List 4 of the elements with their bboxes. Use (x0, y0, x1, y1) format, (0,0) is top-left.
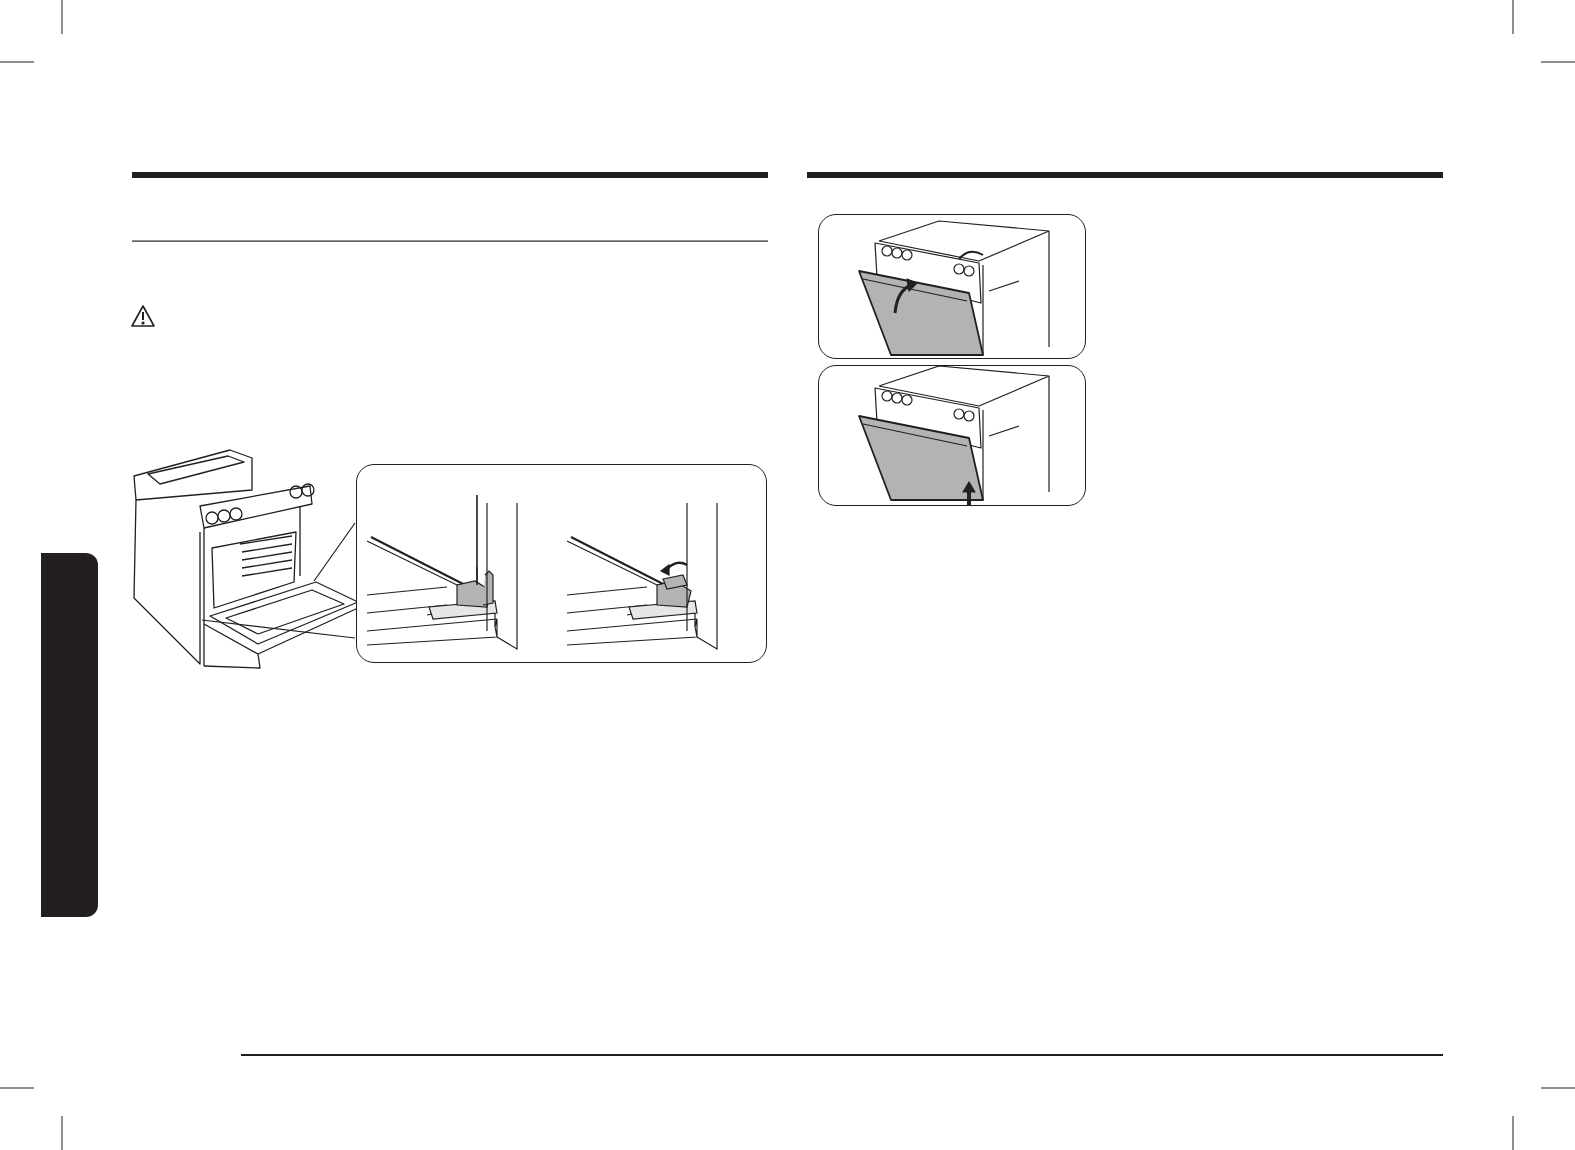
illustration-panel (818, 365, 1086, 506)
illustration-panel (818, 214, 1086, 359)
side-tab (41, 553, 98, 917)
illustration-panel (356, 464, 767, 663)
